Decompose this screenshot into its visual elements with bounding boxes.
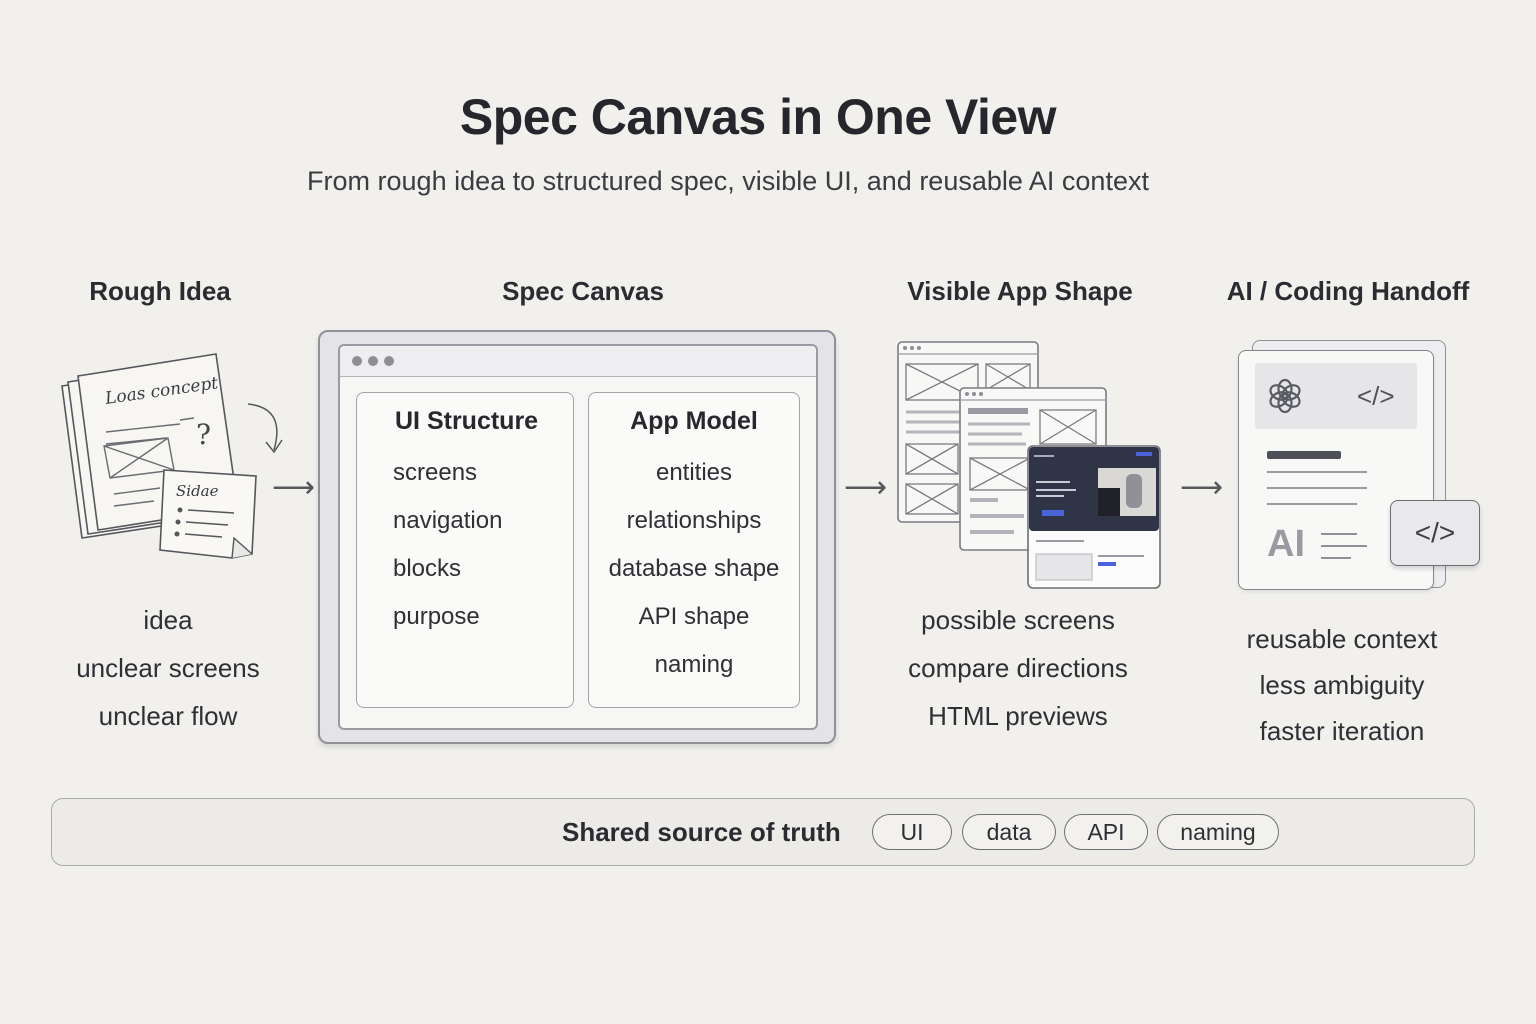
list-item: purpose	[393, 603, 480, 630]
spec-canvas-inner: UI Structure screens navigation blocks p…	[338, 344, 818, 730]
ui-structure-title: UI Structure	[395, 407, 539, 435]
tag-data: data	[962, 814, 1056, 850]
visible-app-shape-lines: possible screens compare directions HTML…	[880, 596, 1156, 740]
tag-naming: naming	[1157, 814, 1279, 850]
rough-idea-line: unclear screens	[76, 653, 260, 683]
doc-line	[1267, 503, 1357, 505]
rough-idea-line: idea	[143, 605, 193, 635]
shared-source-bar: Shared source of truth UI data API namin…	[51, 798, 1475, 866]
handoff-heading: AI / Coding Handoff	[1226, 276, 1470, 306]
svg-text:?: ?	[196, 418, 211, 451]
arrow-right-icon: ⟶	[844, 471, 888, 504]
list-item: screens	[393, 459, 478, 486]
shared-source-label: Shared source of truth	[562, 817, 841, 847]
list-item: database shape	[608, 555, 780, 582]
app-shape-line: compare directions	[908, 653, 1128, 683]
list-item: navigation	[393, 507, 503, 534]
handoff-doc: </> AI	[1238, 350, 1434, 590]
page-subtitle: From rough idea to structured spec, visi…	[307, 166, 1149, 196]
window-dot-icon	[368, 356, 378, 366]
list-item: naming	[654, 651, 734, 678]
spec-canvas-heading: Spec Canvas	[502, 276, 664, 306]
spec-canvas-window: UI Structure screens navigation blocks p…	[318, 330, 836, 744]
code-badge-icon: </>	[1390, 500, 1480, 566]
handoff-lines: reusable context less ambiguity faster i…	[1210, 616, 1474, 754]
rough-idea-lines: idea unclear screens unclear flow	[50, 596, 286, 740]
doc-line	[1321, 533, 1357, 535]
doc-line	[1267, 451, 1341, 459]
arrow-right-icon: ⟶	[272, 471, 316, 504]
doc-line	[1267, 487, 1367, 489]
page-title: Spec Canvas in One View	[459, 89, 1057, 145]
app-model-panel: App Model entities relationships databas…	[588, 392, 800, 708]
handoff-line: reusable context	[1246, 624, 1438, 654]
ui-structure-panel: UI Structure screens navigation blocks p…	[356, 392, 574, 708]
list-item: blocks	[393, 555, 462, 582]
tag-ui: UI	[872, 814, 952, 850]
code-brackets-icon: </>	[1357, 381, 1395, 411]
handoff-line: less ambiguity	[1259, 670, 1425, 700]
window-dot-icon	[384, 356, 394, 366]
list-item: relationships	[626, 507, 762, 534]
window-titlebar	[340, 346, 816, 377]
app-model-title: App Model	[630, 407, 758, 435]
ui-structure-list: screens navigation blocks purpose	[393, 449, 502, 641]
window-dot-icon	[352, 356, 362, 366]
rough-idea-line: unclear flow	[98, 701, 238, 731]
app-shape-line: possible screens	[921, 605, 1115, 635]
openai-logo-icon	[1269, 378, 1301, 414]
rough-idea-heading: Rough Idea	[89, 276, 231, 306]
doc-line	[1321, 557, 1351, 559]
app-shape-line: HTML previews	[928, 701, 1108, 731]
list-item: API shape	[638, 603, 750, 630]
visible-app-shape-heading: Visible App Shape	[907, 276, 1133, 306]
arrow-right-icon: ⟶	[1180, 471, 1224, 504]
sketch-note-side: Sidae	[176, 482, 219, 500]
handoff-line: faster iteration	[1259, 716, 1425, 746]
doc-line	[1321, 545, 1367, 547]
ai-label: AI	[1267, 523, 1305, 565]
wireframe-screens-icon	[897, 341, 1161, 589]
app-model-list: entities relationships database shape AP…	[589, 449, 799, 689]
doc-line	[1267, 471, 1367, 473]
hand-drawn-notes-icon: Loas concept ? Sidae	[61, 353, 283, 559]
list-item: entities	[655, 459, 733, 486]
tag-api: API	[1064, 814, 1148, 850]
